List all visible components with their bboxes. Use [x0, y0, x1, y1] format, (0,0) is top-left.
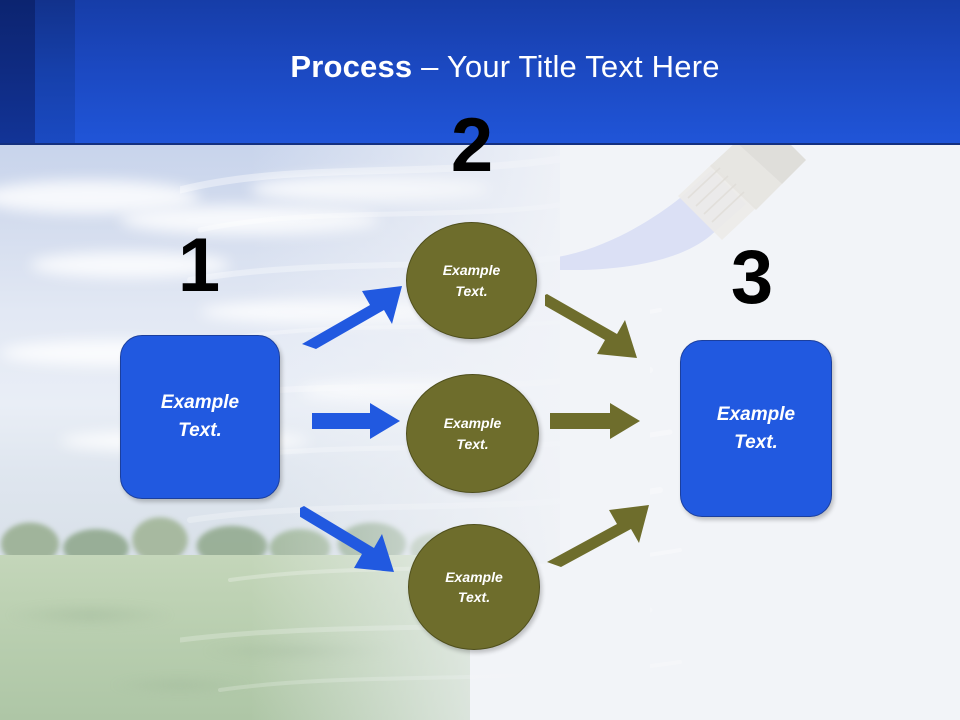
stage-2-circle-middle[interactable]: Example Text.: [406, 374, 539, 493]
cloud-shape: [30, 252, 230, 278]
step-number-3: 3: [730, 235, 774, 320]
arrow-1-to-bottom-circle: [300, 506, 394, 572]
arrow-middle-circle-to-3: [550, 403, 640, 439]
stage-2-circle-top-label: Example Text.: [442, 262, 501, 299]
arrow-bottom-circle-to-3: [547, 505, 649, 567]
arrow-1-to-top-circle: [302, 286, 402, 349]
header-band-main: [75, 0, 960, 144]
header-bottom-rule: [0, 143, 960, 145]
stage-2-circle-bottom-label: Example Text.: [445, 568, 503, 605]
paintbrush-icon: [560, 140, 806, 270]
step-3-label: Example Text.: [716, 403, 796, 453]
step-number-1: 1: [177, 223, 221, 308]
page-title-emphasis: Process: [290, 49, 413, 84]
header-band-mid: [35, 0, 75, 144]
step-1-box[interactable]: Example Text.: [120, 335, 280, 499]
step-3-box[interactable]: Example Text.: [680, 340, 832, 517]
stage-2-circle-bottom[interactable]: Example Text.: [408, 524, 540, 650]
stage-2-circle-top[interactable]: Example Text.: [406, 222, 537, 339]
arrow-1-to-middle-circle: [312, 403, 400, 439]
step-number-2: 2: [450, 103, 494, 188]
step-1-label: Example Text.: [160, 392, 240, 441]
header-band-dark: [0, 0, 35, 144]
stage-2-circle-middle-label: Example Text.: [443, 415, 502, 452]
page-title-rest: – Your Title Text Here: [412, 49, 720, 84]
slide-header: [0, 0, 960, 144]
page-title: Process – Your Title Text Here: [90, 48, 920, 86]
arrow-top-circle-to-3: [545, 294, 637, 358]
